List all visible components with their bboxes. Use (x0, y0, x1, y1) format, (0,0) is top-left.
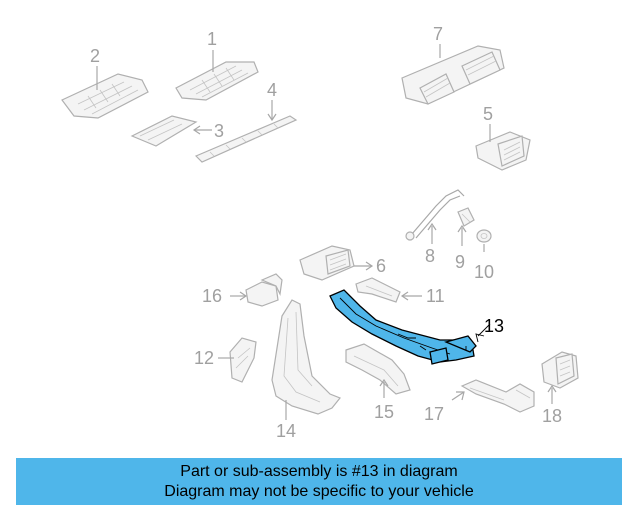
part-9-clip (457, 207, 475, 246)
label-9: 9 (455, 252, 465, 272)
part-6-vent-duct (299, 245, 374, 281)
part-16-blocks (230, 273, 283, 307)
caption-banner: Part or sub-assembly is #13 in diagram D… (16, 458, 622, 505)
part-14-floor-duct (271, 299, 341, 420)
label-13: 13 (484, 316, 504, 336)
label-8: 8 (425, 246, 435, 266)
label-1: 1 (207, 29, 217, 49)
part-2-defroster-nozzle (61, 66, 149, 119)
part-10-grommet (476, 229, 492, 252)
label-12: 12 (194, 348, 214, 368)
label-6: 6 (376, 256, 386, 276)
part-8-hose (405, 189, 465, 244)
label-7: 7 (433, 24, 443, 44)
label-15: 15 (374, 402, 394, 422)
part-17-rear-duct (451, 379, 535, 413)
part-11-duct (355, 277, 422, 303)
label-3: 3 (214, 121, 224, 141)
label-14: 14 (276, 421, 296, 441)
part-15-duct (345, 343, 411, 398)
parts-diagram: 2 1 3 4 7 5 (61, 24, 579, 441)
label-18: 18 (542, 406, 562, 426)
part-1-defroster-grille (175, 50, 259, 101)
label-17: 17 (424, 404, 444, 424)
part-7-center-vent (401, 44, 505, 105)
label-16: 16 (202, 286, 222, 306)
caption-line-2: Diagram may not be specific to your vehi… (164, 482, 474, 500)
label-2: 2 (90, 46, 100, 66)
label-4: 4 (267, 80, 277, 100)
label-5: 5 (483, 104, 493, 124)
label-11: 11 (426, 286, 445, 306)
part-12-bracket (218, 337, 257, 383)
part-5-side-vent (475, 124, 531, 171)
part-13-rear-duct (329, 289, 491, 365)
caption-line-1: Part or sub-assembly is #13 in diagram (180, 462, 458, 480)
part-3-panel (130, 115, 212, 147)
part-18-rear-vent (541, 351, 579, 404)
label-10: 10 (474, 262, 494, 282)
part-4-seal-strip (194, 100, 298, 163)
